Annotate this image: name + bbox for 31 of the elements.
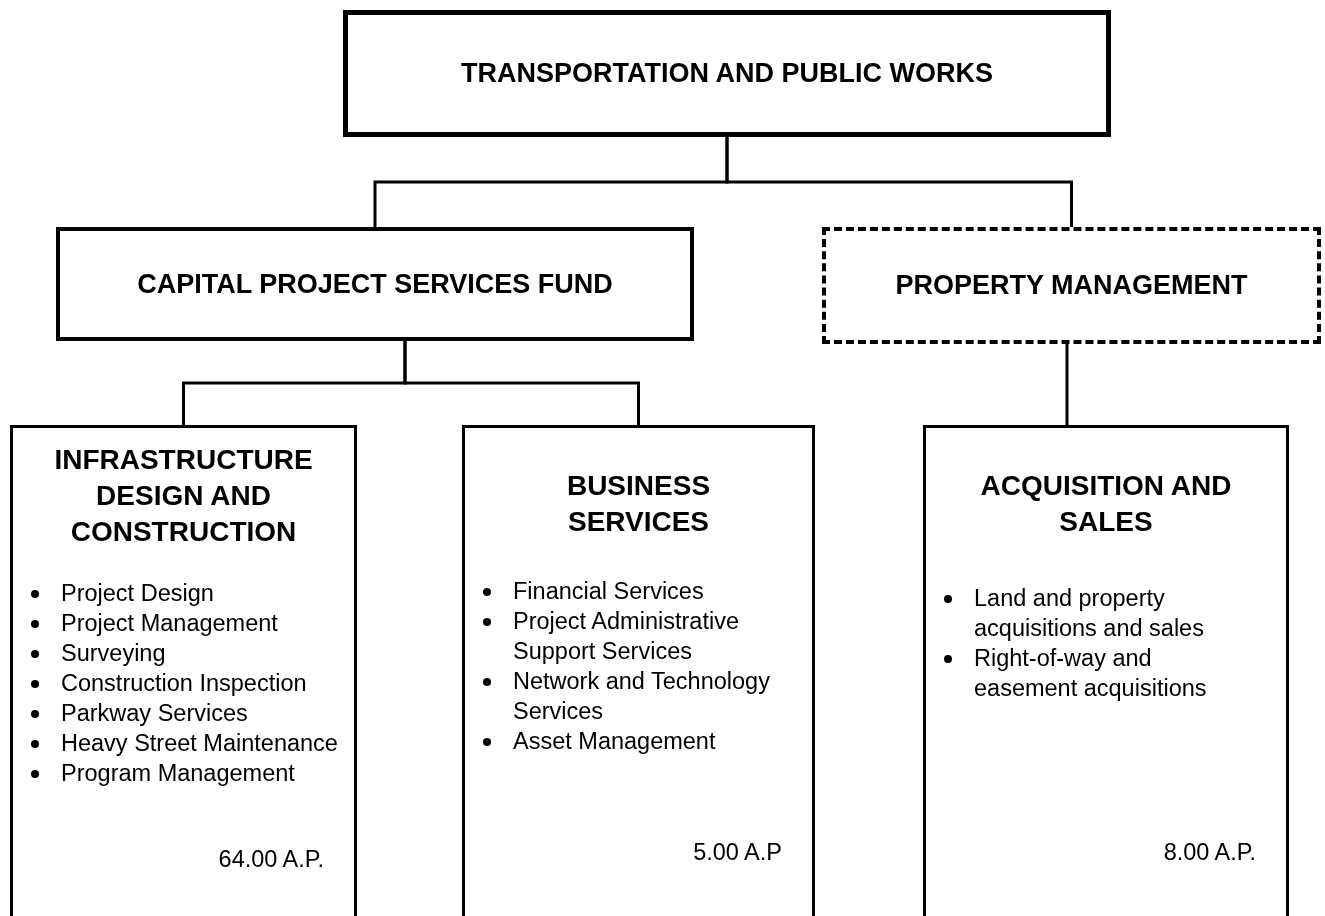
- org-unit-box: [822, 227, 1321, 344]
- org-unit-box: [462, 425, 815, 916]
- connector-line: [1065, 344, 1069, 425]
- bullet-item: Surveying: [29, 638, 354, 668]
- bullet-item: Parkway Services: [29, 698, 354, 728]
- unit-title: BUSINESS SERVICES: [565, 469, 712, 539]
- connector-line: [725, 137, 1073, 227]
- bullet-item: Network and Technology Services: [481, 666, 782, 726]
- unit-title: INFRASTRUCTURE DESIGN AND CONSTRUCTION: [53, 443, 314, 549]
- bullet-item: Project Design: [29, 578, 354, 608]
- staffing-figure: 8.00 A.P.: [1163, 839, 1256, 866]
- staffing-figure: 64.00 A.P.: [218, 846, 324, 873]
- bullet-item: Land and property acquisitions and sales: [942, 583, 1236, 643]
- unit-title: TRANSPORTATION AND PUBLIC WORKS: [461, 58, 993, 89]
- bullet-item: Program Management: [29, 758, 354, 788]
- bullet-item: Project Administrative Support Services: [481, 606, 782, 666]
- bullet-item: Heavy Street Maintenance: [29, 728, 354, 758]
- bullet-item: Asset Management: [481, 726, 782, 756]
- bullet-item: Financial Services: [481, 576, 782, 606]
- org-unit-box: [343, 10, 1111, 137]
- org-unit-box: [56, 227, 694, 341]
- unit-title: CAPITAL PROJECT SERVICES FUND: [137, 268, 613, 300]
- staffing-figure: 5.00 A.P: [693, 839, 782, 866]
- org-unit-box: [923, 425, 1289, 916]
- unit-title: PROPERTY MANAGEMENT: [895, 270, 1248, 301]
- bullet-item: Project Management: [29, 608, 354, 638]
- bullet-item: Construction Inspection: [29, 668, 354, 698]
- unit-title: ACQUISITION AND SALES: [979, 469, 1233, 539]
- bullet-item: Right-of-way and easement acquisitions: [942, 643, 1236, 703]
- connector-line: [403, 341, 640, 425]
- org-unit-box: [10, 425, 357, 916]
